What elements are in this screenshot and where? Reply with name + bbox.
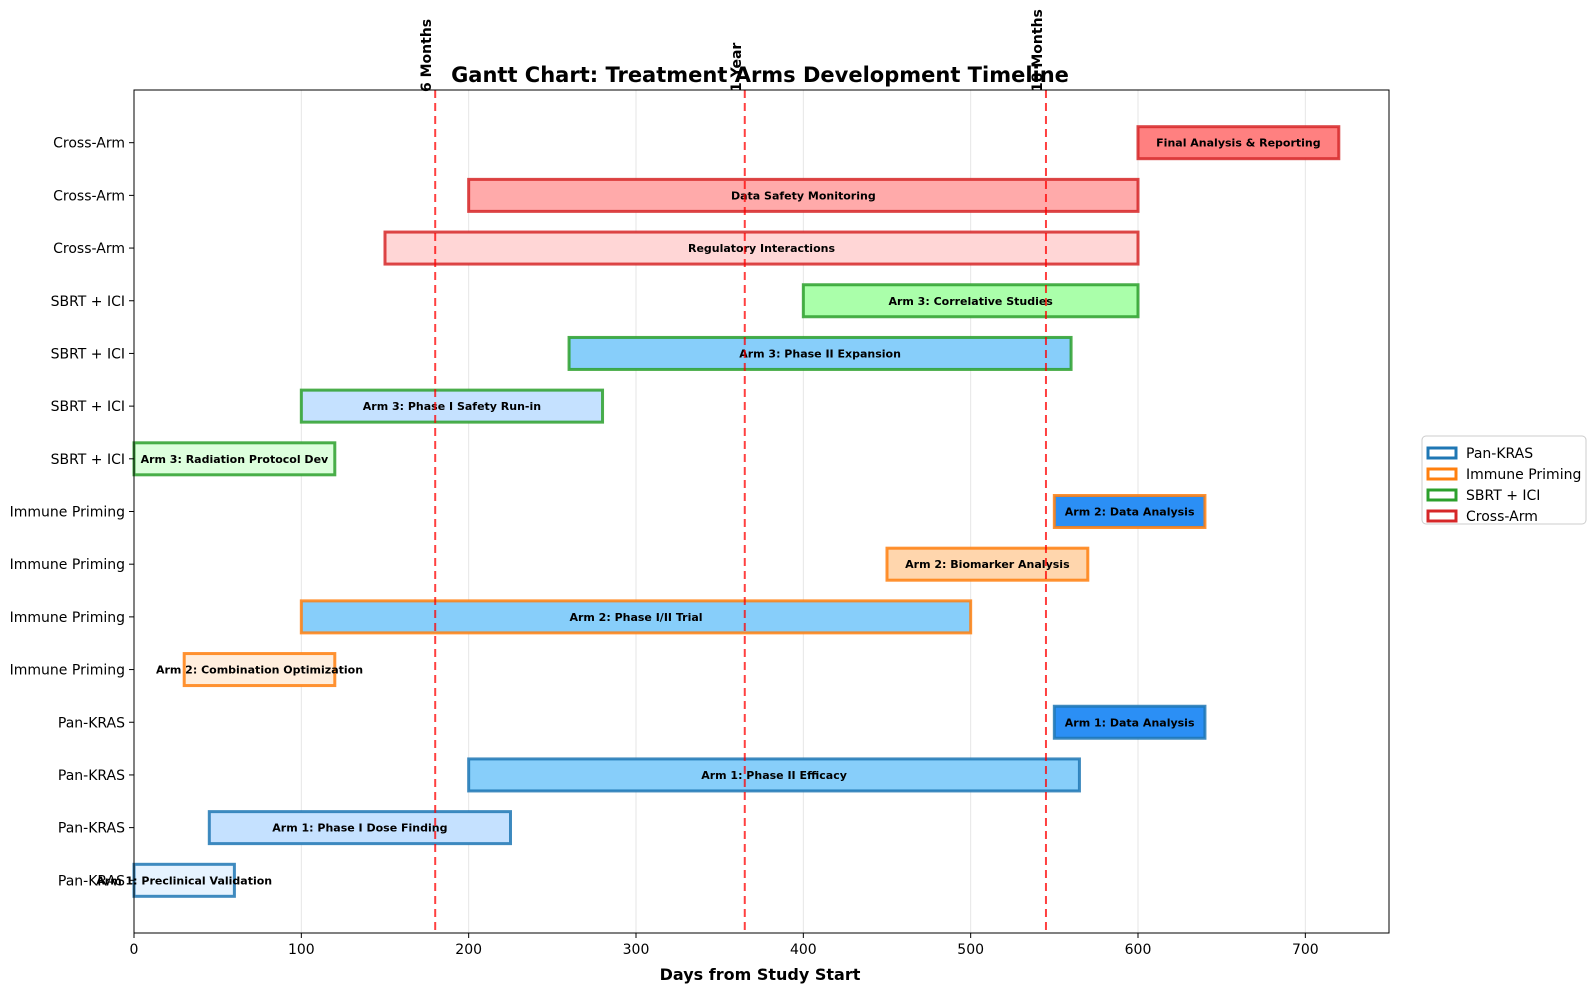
y-tick-label: Pan-KRAS (58, 768, 125, 784)
milestone-label: 6 Months (419, 19, 435, 92)
task-bar (801, 283, 1140, 319)
y-tick-label: SBRT + ICI (51, 452, 125, 468)
x-tick-label: 700 (1292, 942, 1319, 958)
y-tick-label: Immune Priming (10, 557, 125, 573)
task-bar (1136, 125, 1341, 161)
task-label: Arm 3: Phase I Safety Run-in (363, 400, 541, 413)
milestone-label: 1 Year (729, 43, 745, 92)
task-bar (467, 757, 1081, 793)
task-bar (299, 599, 973, 635)
legend-swatch (1426, 446, 1458, 460)
x-tick-label: 100 (288, 942, 315, 958)
y-tick-label: Immune Priming (10, 610, 125, 626)
task-label: Arm 1: Preclinical Validation (96, 874, 272, 887)
legend-swatch (1426, 509, 1458, 523)
task-bar (182, 652, 337, 688)
task-label: Arm 3: Radiation Protocol Dev (141, 453, 329, 466)
y-tick-label: SBRT + ICI (51, 294, 125, 310)
x-tick-label: 300 (623, 942, 650, 958)
task-bar (467, 177, 1140, 213)
x-tick-label: 500 (957, 942, 984, 958)
x-tick-label: 400 (790, 942, 817, 958)
x-tick-label: 200 (455, 942, 482, 958)
y-tick-label: Cross-Arm (53, 136, 125, 152)
task-bar (1052, 494, 1207, 529)
task-label: Arm 1: Data Analysis (1065, 716, 1195, 729)
task-label: Data Safety Monitoring (731, 189, 876, 202)
y-tick-label: SBRT + ICI (51, 346, 125, 362)
legend-label: Pan-KRAS (1466, 446, 1533, 462)
task-label: Regulatory Interactions (688, 242, 835, 255)
task-bar (1052, 704, 1207, 740)
task-label: Arm 2: Data Analysis (1065, 506, 1195, 519)
milestone-label: 18 Months (1030, 9, 1046, 92)
task-bar (207, 810, 513, 846)
x-tick-label: 0 (130, 942, 139, 958)
task-label: Arm 3: Correlative Studies (888, 295, 1053, 308)
y-tick-label: Immune Priming (10, 663, 125, 679)
plot-frame (133, 89, 1390, 934)
task-label: Arm 2: Combination Optimization (156, 664, 363, 677)
task-label: Arm 1: Phase I Dose Finding (272, 822, 447, 835)
x-axis-label: Days from Study Start (660, 965, 861, 984)
task-bar (132, 441, 337, 477)
legend-label: Cross-Arm (1466, 509, 1538, 525)
legend-label: Immune Priming (1466, 467, 1581, 483)
legend-box (1421, 435, 1587, 525)
task-label: Final Analysis & Reporting (1156, 137, 1320, 150)
legend-swatch (1426, 488, 1458, 502)
y-tick-label: Pan-KRAS (58, 873, 125, 889)
legend-label: SBRT + ICI (1466, 488, 1540, 504)
y-tick-label: Pan-KRAS (58, 821, 125, 837)
x-tick-label: 600 (1125, 942, 1152, 958)
y-tick-label: Pan-KRAS (58, 715, 125, 731)
task-label: Arm 3: Phase II Expansion (739, 347, 901, 360)
y-tick-label: Cross-Arm (53, 188, 125, 204)
task-bar (567, 335, 1073, 371)
y-tick-label: SBRT + ICI (51, 399, 125, 415)
task-bar (383, 230, 1140, 266)
chart-title: Gantt Chart: Treatment Arms Development … (451, 63, 1069, 87)
task-label: Arm 2: Phase I/II Trial (569, 611, 702, 624)
task-label: Arm 1: Phase II Efficacy (701, 769, 847, 782)
task-bar (299, 388, 605, 424)
y-tick-label: Cross-Arm (53, 241, 125, 257)
task-label: Arm 2: Biomarker Analysis (905, 558, 1070, 571)
task-bar (885, 546, 1090, 582)
legend-swatch (1426, 467, 1458, 481)
y-tick-label: Immune Priming (10, 505, 125, 521)
